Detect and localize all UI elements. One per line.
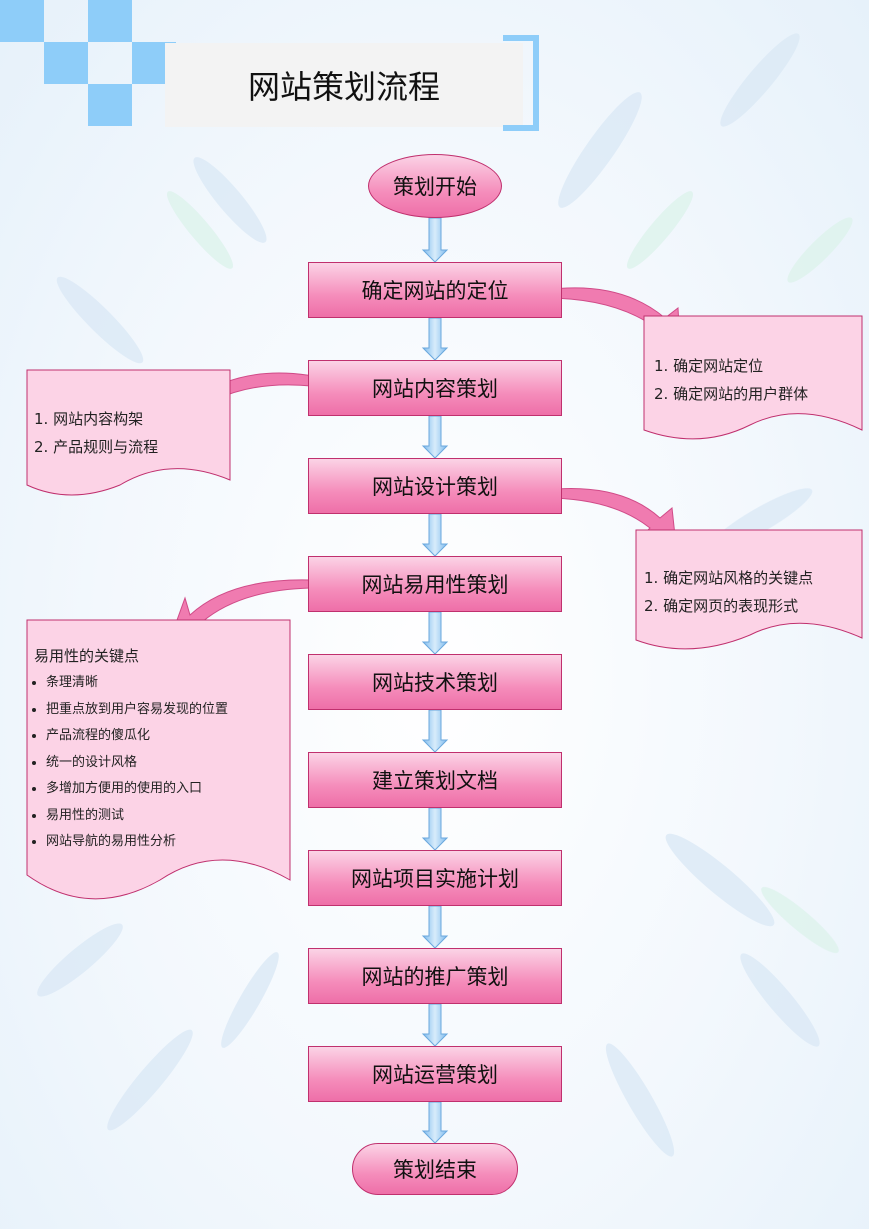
start-node: 策划开始 — [368, 154, 502, 218]
title-bracket — [503, 35, 539, 131]
note-line: 2. 产品规则与流程 — [34, 438, 159, 456]
process-step: 网站内容策划 — [308, 360, 562, 416]
note-line: 1. 确定网站定位 — [654, 357, 764, 375]
usability-item: 统一的设计风格 — [46, 750, 228, 777]
note-line: 1. 网站内容构架 — [34, 410, 144, 428]
note-usability: 易用性的关键点 条理清晰把重点放到用户容易发现的位置产品流程的傻瓜化统一的设计风… — [24, 642, 228, 856]
note-line: 2. 确定网站的用户群体 — [654, 385, 809, 403]
usability-item: 条理清晰 — [46, 670, 228, 697]
usability-item: 产品流程的傻瓜化 — [46, 723, 228, 750]
decor-square — [88, 84, 132, 126]
page-title: 网站策划流程 — [165, 43, 523, 127]
process-step: 网站运营策划 — [308, 1046, 562, 1102]
usability-item: 易用性的测试 — [46, 803, 228, 830]
process-step: 网站设计策划 — [308, 458, 562, 514]
decor-square — [0, 0, 44, 42]
process-step: 确定网站的定位 — [308, 262, 562, 318]
usability-item: 把重点放到用户容易发现的位置 — [46, 697, 228, 724]
note-heading: 易用性的关键点 — [34, 647, 140, 665]
usability-item: 多增加方便用的使用的入口 — [46, 776, 228, 803]
process-step: 网站项目实施计划 — [308, 850, 562, 906]
process-step: 建立策划文档 — [308, 752, 562, 808]
decor-square — [88, 0, 132, 42]
process-step: 网站技术策划 — [308, 654, 562, 710]
note-design: 1. 确定网站风格的关键点 2. 确定网页的表现形式 — [634, 564, 813, 620]
note-line: 1. 确定网站风格的关键点 — [644, 569, 814, 587]
process-step: 网站易用性策划 — [308, 556, 562, 612]
usability-item: 网站导航的易用性分析 — [46, 829, 228, 856]
note-content: 1. 网站内容构架 2. 产品规则与流程 — [24, 405, 158, 461]
note-positioning: 1. 确定网站定位 2. 确定网站的用户群体 — [644, 352, 808, 408]
process-step: 网站的推广策划 — [308, 948, 562, 1004]
end-node: 策划结束 — [352, 1143, 518, 1195]
decor-square — [44, 42, 88, 84]
note-line: 2. 确定网页的表现形式 — [644, 597, 799, 615]
